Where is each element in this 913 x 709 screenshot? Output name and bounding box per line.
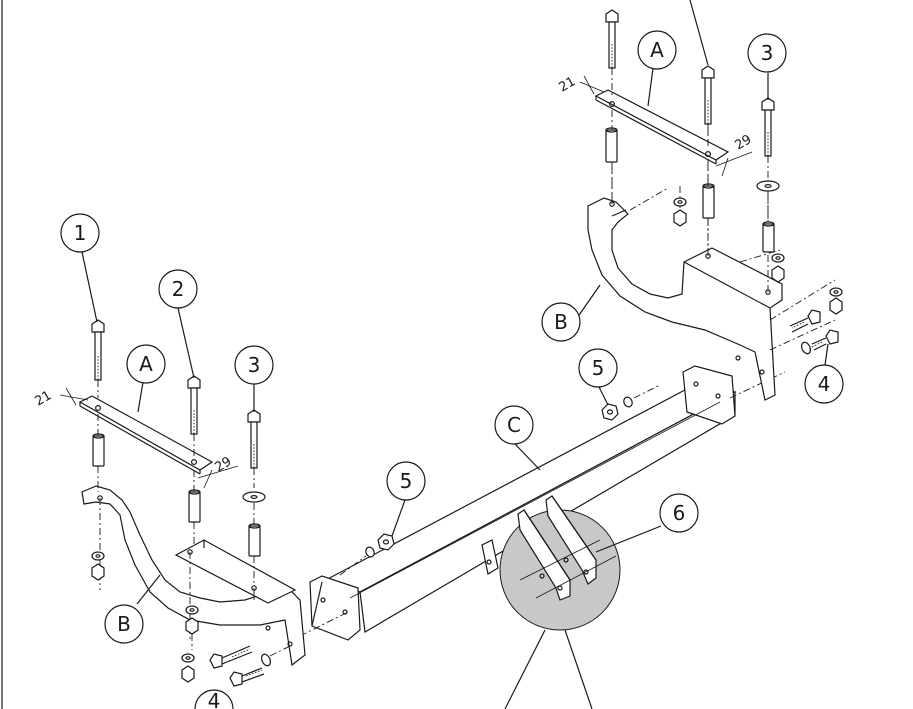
leader-lines — [81, 0, 829, 709]
svg-text:C: C — [507, 413, 521, 437]
right-side-bracket — [587, 130, 836, 401]
left-bolt-3 — [242, 409, 266, 585]
callout-3-right: 3 — [747, 33, 787, 73]
callout-b-left: B — [104, 604, 144, 644]
svg-text:B: B — [117, 612, 131, 636]
left-spacer-1 — [92, 414, 105, 492]
left-bolt-2 — [187, 375, 201, 456]
svg-text:3: 3 — [248, 353, 261, 377]
right-plate — [579, 75, 753, 177]
left-center-nut — [339, 533, 395, 576]
svg-text:4: 4 — [208, 689, 221, 709]
svg-text:5: 5 — [400, 469, 413, 493]
svg-text:B: B — [554, 310, 568, 334]
left-horizontal-bolts — [209, 645, 291, 687]
callout-4-right: 4 — [804, 364, 844, 404]
right-bolt-2 — [701, 65, 715, 148]
hitch-brackets — [481, 495, 617, 601]
callout-a-left: A — [126, 344, 166, 384]
callout-5-left: 5 — [386, 461, 426, 501]
right-horizontal-bolts — [789, 309, 839, 355]
callout-4-bottom: 4 — [194, 689, 234, 709]
callout-2: 2 — [158, 269, 198, 309]
left-side-bracket — [81, 485, 306, 667]
svg-text:3: 3 — [761, 41, 774, 65]
left-bolt-1 — [91, 319, 105, 398]
right-dim-29: 29 — [733, 132, 755, 153]
callout-b-right: B — [541, 302, 581, 342]
right-spacer-2 — [702, 164, 715, 250]
svg-text:A: A — [650, 38, 664, 62]
svg-text:2: 2 — [172, 277, 185, 301]
callout-1: 1 — [60, 213, 100, 253]
left-nuts — [91, 551, 199, 683]
right-nuts — [673, 197, 843, 315]
svg-text:4: 4 — [818, 372, 831, 396]
callout-c: C — [494, 405, 534, 445]
right-bolt-top — [605, 9, 619, 96]
svg-text:A: A — [139, 352, 153, 376]
callout-a-right: A — [637, 30, 677, 70]
svg-text:6: 6 — [673, 501, 686, 525]
left-dim-21: 21 — [33, 388, 55, 409]
svg-text:1: 1 — [74, 221, 87, 245]
svg-text:5: 5 — [592, 356, 605, 380]
callout-3-left: 3 — [234, 345, 274, 385]
left-spacer-2 — [188, 470, 201, 546]
callout-5-right: 5 — [578, 348, 618, 388]
left-plate — [59, 387, 239, 489]
right-dim-21: 21 — [557, 74, 579, 95]
left-dim-29: 29 — [213, 454, 235, 475]
right-spacer-1 — [605, 110, 618, 198]
right-bolt-3 — [756, 97, 780, 253]
callout-6: 6 — [659, 493, 699, 533]
